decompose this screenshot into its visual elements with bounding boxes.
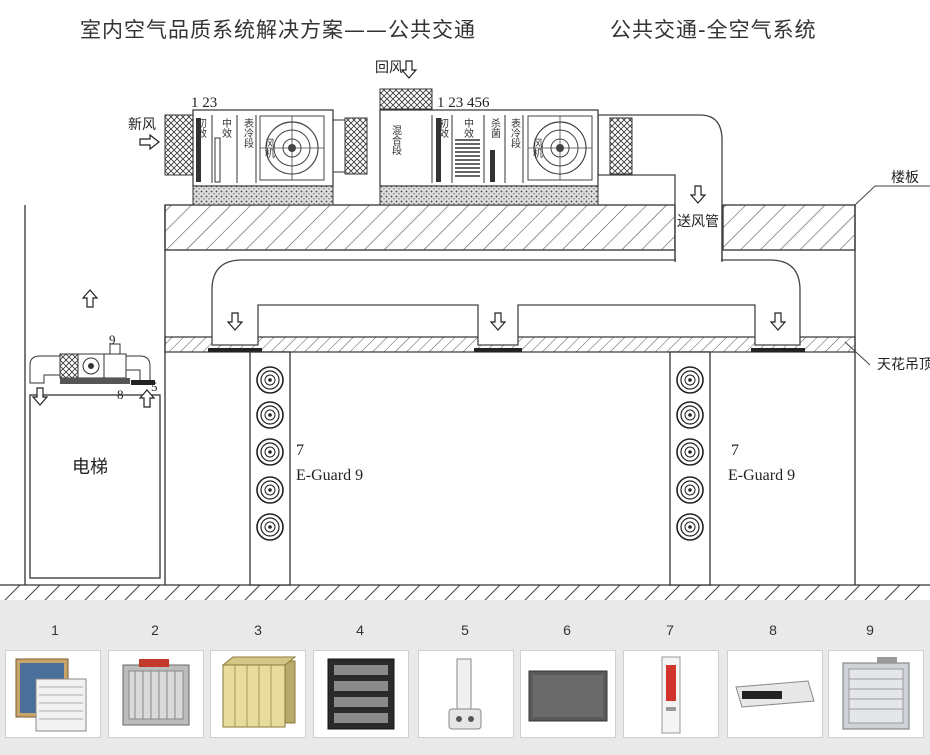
plate-sterilizer-icon	[313, 650, 409, 738]
arrow-right-icon	[139, 134, 160, 150]
product-number: 5	[461, 622, 469, 638]
elevator-air-device	[29, 343, 155, 385]
product-number: 6	[563, 622, 571, 638]
building-outline	[0, 205, 930, 586]
page-title: 室内空气品质系统解决方案——公共交通	[80, 18, 476, 42]
uv-lamp-icon	[418, 650, 514, 738]
return-air-label: 回风	[375, 60, 403, 76]
sterilization-label: 杀菌	[489, 117, 501, 139]
fresh-air-arrow	[139, 134, 160, 150]
panel-filter-icon	[5, 650, 101, 738]
e-guard-column-left	[249, 351, 291, 586]
column-right-product: E-Guard 9	[728, 467, 795, 484]
product-strip: 1 2 3 4 5 6 7 8 9	[0, 600, 930, 755]
carbon-filter-icon	[520, 650, 616, 738]
column-left-product: E-Guard 9	[296, 467, 363, 484]
product-number: 4	[356, 622, 364, 638]
coarse-filter-label: 初效	[195, 117, 207, 139]
product-number: 1	[51, 622, 59, 638]
device-number-9: 9	[109, 332, 116, 347]
column-right-number: 7	[731, 442, 739, 459]
unit1-numbers: 1 23	[191, 95, 217, 111]
product-number: 7	[666, 622, 674, 638]
page-subtitle: 公共交通-全空气系统	[610, 18, 817, 42]
product-number: 3	[254, 622, 262, 638]
bag-filter-icon	[210, 650, 306, 738]
e-guard-column-right	[669, 351, 711, 586]
column-left-number: 7	[296, 442, 304, 459]
elevator-label: 电梯	[72, 457, 108, 477]
fan-label: 风机	[263, 138, 275, 159]
product-number: 2	[151, 622, 159, 638]
ground-hatch	[4, 584, 921, 601]
mixing-air-unit	[379, 88, 633, 206]
product-number: 9	[866, 622, 874, 638]
mixing-section-label: 混合段	[390, 125, 402, 156]
duct-purifier-icon	[108, 650, 204, 738]
fresh-air-unit	[164, 109, 368, 206]
column-purifier-icon	[623, 650, 719, 738]
arrow-down-icon	[401, 60, 417, 79]
cooling-coil-label-2: 表冷段	[509, 117, 521, 149]
product-number: 8	[769, 622, 777, 638]
fresh-air-label: 新风	[128, 117, 156, 133]
device-number-5: 5	[151, 379, 158, 394]
device-number-8: 8	[117, 387, 124, 402]
cooling-coil-label: 表冷段	[242, 117, 254, 149]
arrow-up-icon	[82, 289, 98, 308]
ceiling-label: 天花吊顶	[877, 357, 930, 373]
floor-slab-label: 楼板	[891, 170, 919, 186]
riser-opening	[676, 205, 721, 261]
elevator	[29, 289, 161, 579]
return-air-arrow	[401, 60, 417, 79]
floor-slab	[164, 204, 856, 251]
strip-filter-icon	[727, 650, 823, 738]
unit2-numbers: 1 23 456	[437, 95, 490, 111]
coarse-filter-label-2: 初效	[437, 117, 449, 139]
diffusers	[208, 348, 805, 352]
fan-label-2: 风机	[531, 138, 543, 159]
cabinet-purifier-icon	[828, 650, 924, 738]
leader-lines	[844, 185, 930, 366]
medium-filter-label-2: 中效	[462, 117, 474, 139]
medium-filter-label: 中效	[220, 117, 232, 139]
supply-duct-label: 送风管	[677, 214, 719, 230]
